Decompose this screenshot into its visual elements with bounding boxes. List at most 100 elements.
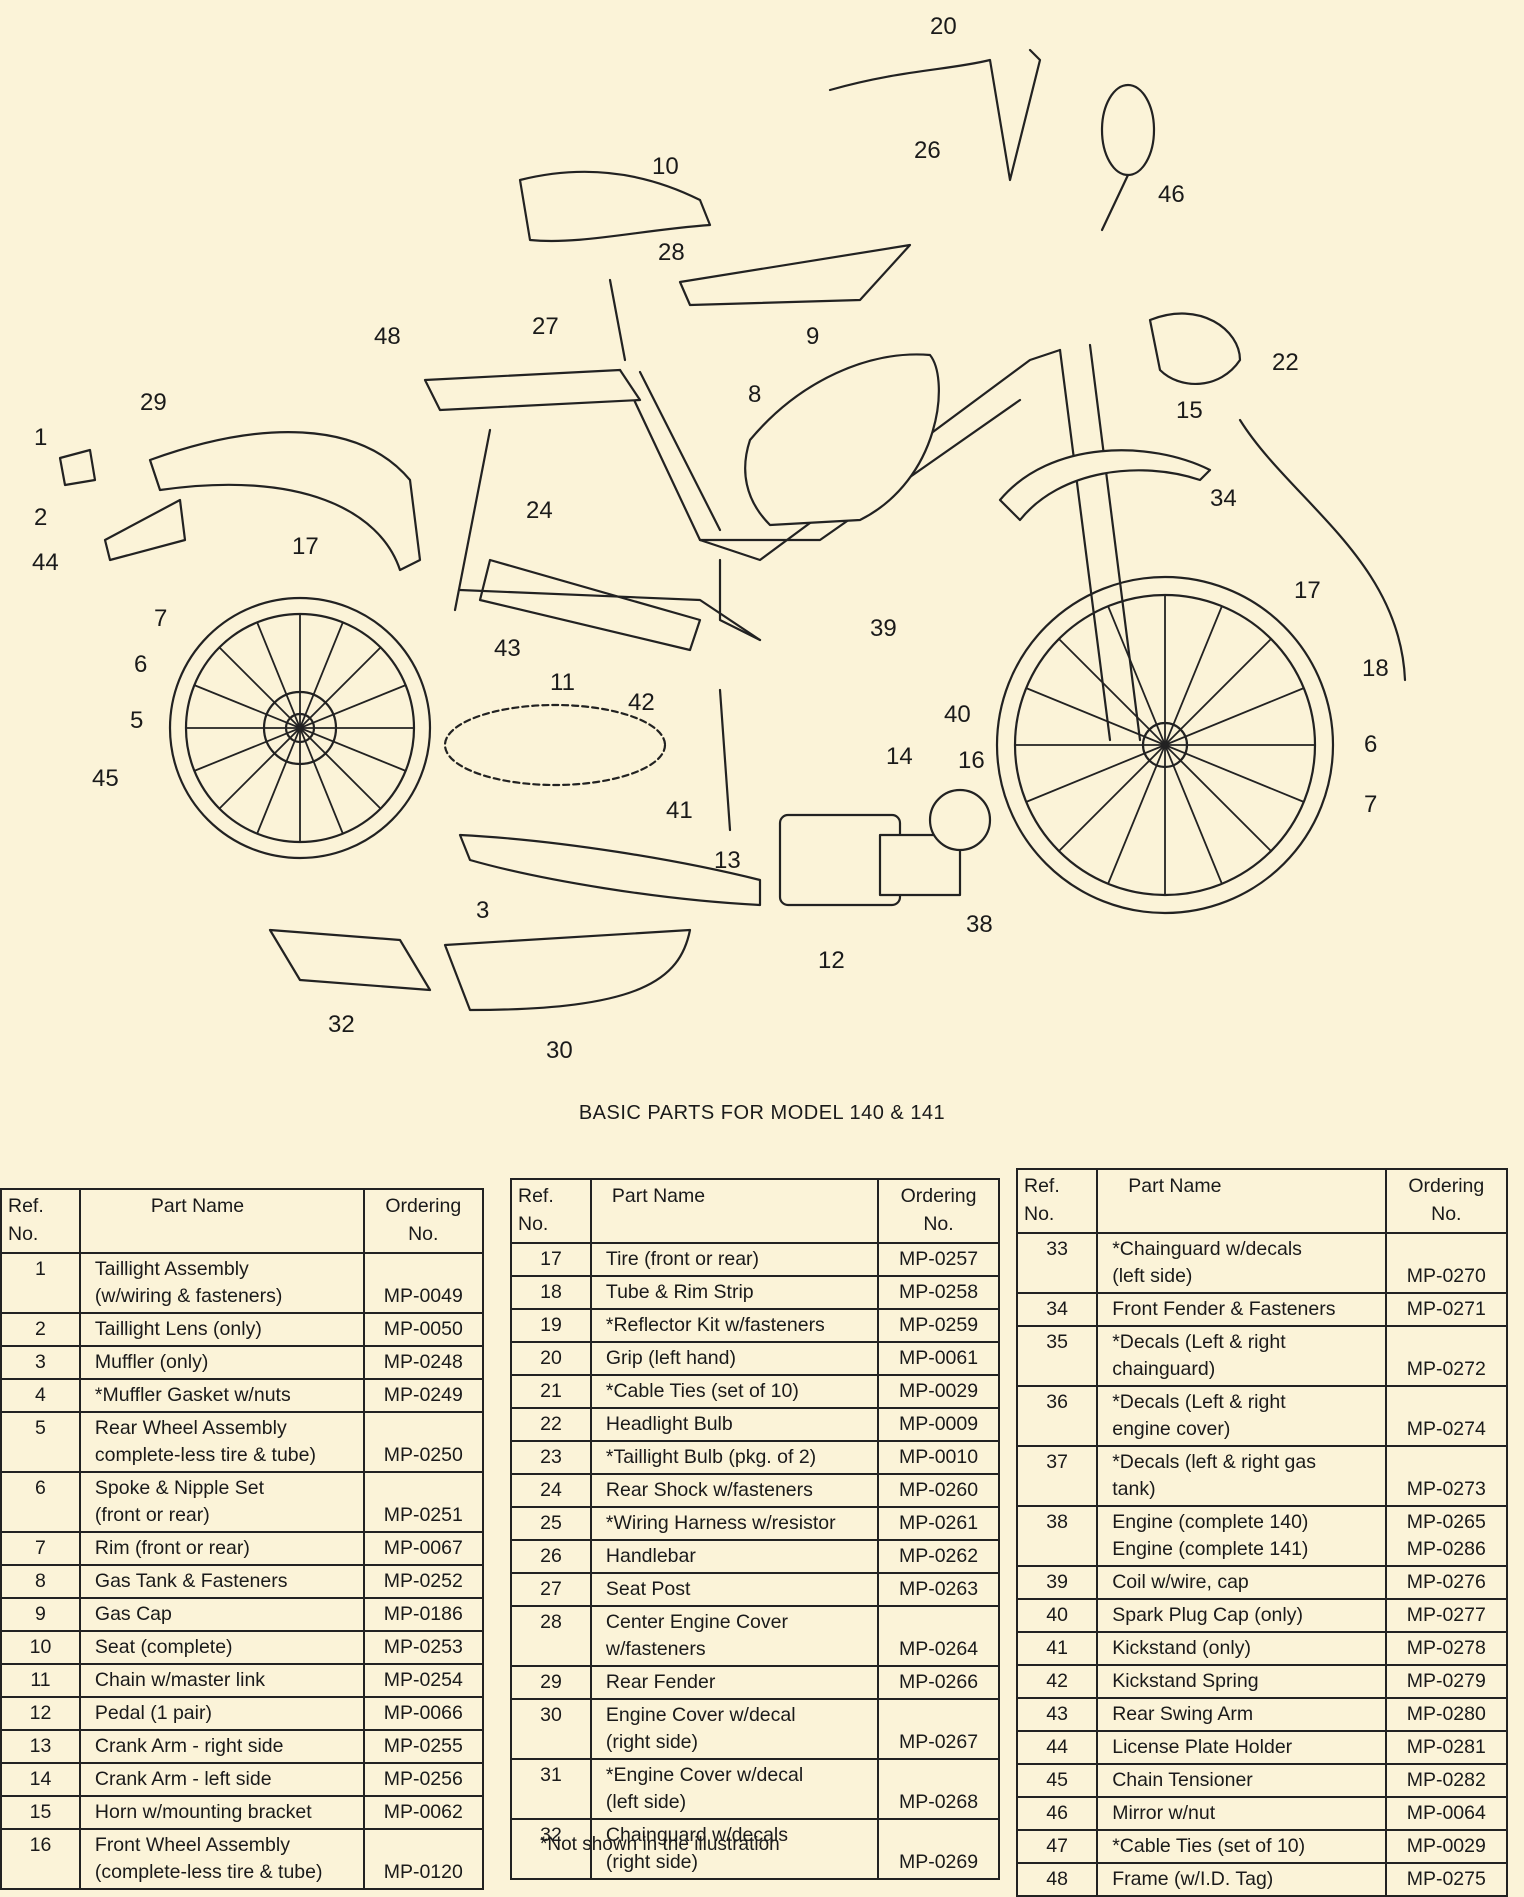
ordering-number-cell-line: MP-0275	[1406, 1868, 1486, 1890]
part-name-cell: Spoke & Nipple Set(front or rear)	[78, 1471, 365, 1533]
ref-cell: 9	[0, 1597, 81, 1632]
ordering-number-cell-line: MP-0277	[1406, 1604, 1486, 1626]
ordering-number-cell-line: MP-0064	[1406, 1802, 1486, 1824]
ordering-number-cell: MP-0050	[362, 1312, 485, 1347]
ordering-number-cell: MP-0029	[877, 1374, 1000, 1409]
part-name-cell: Front Fender & Fasteners	[1096, 1292, 1387, 1327]
ordering-header: Ordering No.	[1384, 1168, 1509, 1234]
part-name-cell: License Plate Holder	[1096, 1730, 1387, 1765]
part-name-cell-line: Rear Shock w/fasteners	[605, 1479, 813, 1501]
part-name-cell-line: engine cover)	[1112, 1418, 1231, 1440]
ordering-number-cell: MP-0010	[877, 1440, 1000, 1475]
part-name-cell-line: Pedal (1 pair)	[94, 1702, 212, 1724]
part-name-cell-line: (front or rear)	[94, 1504, 210, 1526]
ordering-number-cell-line: MP-0258	[898, 1281, 979, 1303]
callout-34: 34	[1210, 485, 1237, 512]
ref-cell: 44	[1015, 1730, 1099, 1765]
callout-14: 14	[886, 743, 913, 770]
table-row: 21*Cable Ties (set of 10)MP-0029	[510, 1374, 1000, 1409]
part-name-cell-line: Engine (complete 140)	[1112, 1511, 1309, 1533]
ordering-number-cell-line: MP-0266	[898, 1671, 979, 1693]
callout-42: 42	[628, 689, 655, 716]
ref-cell: 18	[510, 1275, 592, 1310]
part-name-cell: Rear Shock w/fasteners	[589, 1473, 880, 1508]
ordering-number-cell-line: MP-0256	[383, 1768, 463, 1790]
part-name-cell-line: Taillight Assembly	[94, 1258, 249, 1280]
ordering-number-cell-line: MP-0282	[1406, 1769, 1486, 1791]
part-name-cell: Seat Post	[589, 1572, 880, 1607]
part-name-cell: Spark Plug Cap (only)	[1096, 1598, 1387, 1633]
ordering-number-cell: MP-0062	[362, 1795, 485, 1830]
ordering-number-cell: MP-0251	[362, 1471, 485, 1533]
part-name-cell-line: Rear Swing Arm	[1112, 1703, 1254, 1725]
ordering-number-cell-line: MP-0286	[1406, 1538, 1486, 1560]
ordering-number-cell-line: MP-0049	[383, 1285, 463, 1307]
ordering-number-cell: MP-0256	[362, 1762, 485, 1797]
ref-cell: 38	[1015, 1505, 1099, 1567]
part-name-cell-line: Crank Arm - left side	[94, 1768, 272, 1790]
callout-2: 2	[34, 504, 47, 531]
ref-cell: 12	[0, 1696, 81, 1731]
part-name-cell-line: Kickstand (only)	[1112, 1637, 1251, 1659]
part-name-cell-line: (left side)	[605, 1791, 687, 1813]
part-name-cell-line: Handlebar	[605, 1545, 696, 1567]
ordering-number-cell: MP-0273	[1384, 1445, 1509, 1507]
part-name-cell-line: Headlight Bulb	[605, 1413, 733, 1435]
ordering-number-cell-line: MP-0010	[898, 1446, 979, 1468]
part-name-cell: *Muffler Gasket w/nuts	[78, 1378, 365, 1413]
ref-cell: 40	[1015, 1598, 1099, 1633]
table-row: 47*Cable Ties (set of 10)MP-0029	[1015, 1829, 1509, 1864]
part-name-cell-line: Rim (front or rear)	[94, 1537, 250, 1559]
part-name-cell-line: Frame (w/I.D. Tag)	[1112, 1868, 1274, 1890]
ordering-number-cell-line: MP-0062	[383, 1801, 463, 1823]
ordering-number-cell-line: MP-0029	[1406, 1835, 1486, 1857]
ref-cell: 28	[510, 1605, 592, 1667]
callout-39: 39	[870, 615, 897, 642]
part-name-cell-line: *Cable Ties (set of 10)	[1112, 1835, 1306, 1857]
ordering-number-cell: MP-0267	[877, 1698, 1000, 1760]
ref-cell: 20	[510, 1341, 592, 1376]
ordering-number-cell: MP-0255	[362, 1729, 485, 1764]
ordering-number-cell-line: MP-0272	[1406, 1358, 1486, 1380]
ordering-number-cell-line: MP-0280	[1406, 1703, 1486, 1725]
ordering-number-cell-line: MP-0248	[383, 1351, 463, 1373]
ordering-number-cell-line: MP-0249	[383, 1384, 463, 1406]
part-name-cell: Engine (complete 140)Engine (complete 14…	[1096, 1505, 1387, 1567]
ordering-number-cell-line: MP-0255	[383, 1735, 463, 1757]
ordering-number-cell: MP-0270	[1384, 1232, 1509, 1294]
front-wheel-drawing	[995, 575, 1335, 915]
rack-drawing	[423, 368, 642, 412]
part-name-cell: Chain Tensioner	[1096, 1763, 1387, 1798]
ref-cell: 7	[0, 1531, 81, 1566]
ref-cell: 25	[510, 1506, 592, 1541]
callout-7-front: 7	[1364, 791, 1377, 818]
part-name-cell: Tire (front or rear)	[589, 1242, 880, 1277]
part-name-cell: Kickstand (only)	[1096, 1631, 1387, 1666]
ordering-number-cell-line: MP-0029	[898, 1380, 979, 1402]
part-name-cell: Gas Cap	[78, 1597, 365, 1632]
ordering-number-cell-line: MP-0260	[898, 1479, 979, 1501]
ordering-number-cell: MP-0066	[362, 1696, 485, 1731]
ref-cell: 27	[510, 1572, 592, 1607]
part-name-cell-line: Mirror w/nut	[1112, 1802, 1216, 1824]
part-name-cell-line: Center Engine Cover	[605, 1611, 788, 1633]
callout-1: 1	[34, 424, 47, 451]
ordering-number-cell: MP-0272	[1384, 1325, 1509, 1387]
